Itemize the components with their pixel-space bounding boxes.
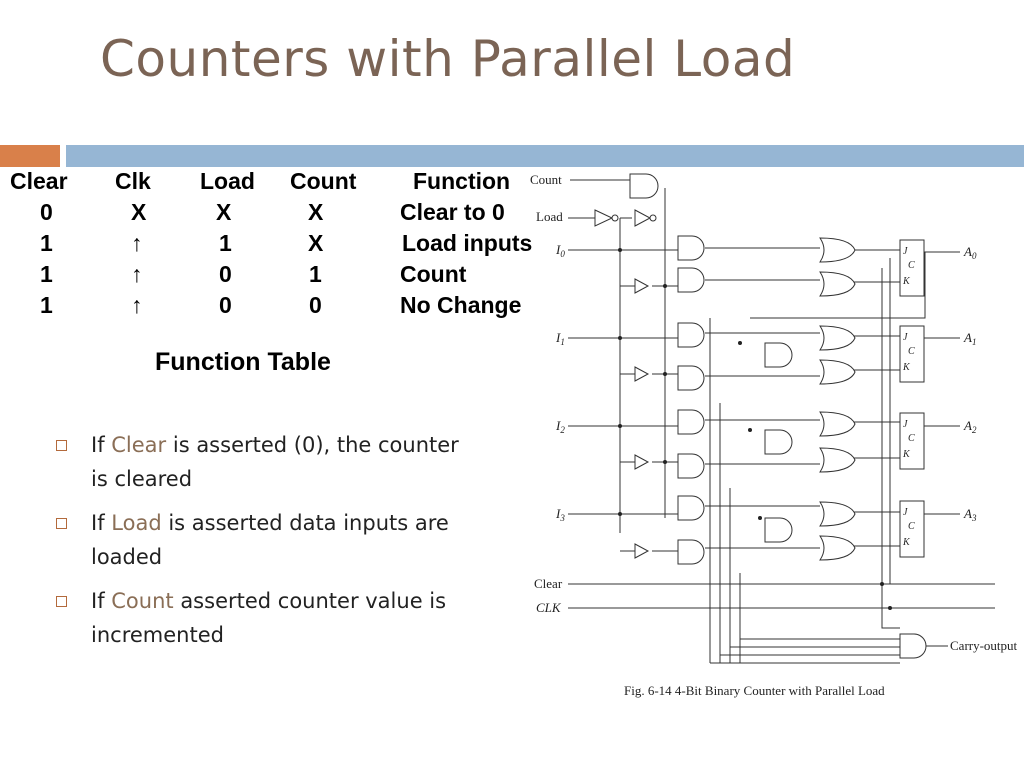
input-label-i0: I0 <box>555 242 565 259</box>
table-cell: 0 <box>40 199 53 225</box>
inverter-gate <box>634 278 650 294</box>
input-label-count: Count <box>530 172 562 187</box>
svg-text:K: K <box>902 362 911 373</box>
and-gate <box>677 409 705 435</box>
and-gate <box>677 365 705 391</box>
table-cell: 0 <box>219 292 232 318</box>
inverter-gate <box>634 543 650 559</box>
table-header-clear: Clear <box>10 168 68 194</box>
table-cell: ↑ <box>131 261 143 287</box>
svg-text:J: J <box>903 332 908 343</box>
svg-text:K: K <box>902 276 911 287</box>
jk-flipflop-1 <box>899 325 925 383</box>
table-cell: X <box>308 199 324 225</box>
jk-flipflop-3 <box>899 500 925 558</box>
table-cell: 1 <box>219 230 232 256</box>
carry-and-gate <box>764 429 793 455</box>
input-label-i1: I1 <box>555 330 565 347</box>
and-gate <box>677 495 705 521</box>
table-cell: X <box>131 199 147 225</box>
svg-text:C: C <box>908 521 915 532</box>
input-label-i2: I2 <box>555 418 565 435</box>
accent-bar-orange <box>0 145 60 167</box>
bullet-list: If Clear is asserted (0), the counter is… <box>56 428 476 662</box>
or-gate <box>819 325 856 351</box>
output-label-carry: Carry-output <box>950 638 1018 653</box>
table-cell: 1 <box>40 261 53 287</box>
or-gate <box>819 237 856 263</box>
square-bullet-icon <box>56 440 67 451</box>
table-cell: Clear to 0 <box>400 199 505 225</box>
carry-output-and-gate <box>899 633 927 659</box>
table-cell: Load inputs <box>402 230 533 256</box>
svg-text:K: K <box>902 449 911 460</box>
input-label-clk: CLK <box>536 600 562 615</box>
table-cell: 1 <box>40 292 53 318</box>
or-gate <box>819 535 856 561</box>
output-label-a1: A1 <box>963 330 976 347</box>
and-gate <box>677 322 705 348</box>
svg-text:C: C <box>908 433 915 444</box>
carry-and-gate <box>764 517 793 543</box>
output-label-a2: A2 <box>963 418 977 435</box>
and-gate <box>677 539 705 565</box>
table-cell: 0 <box>309 292 322 318</box>
or-gate <box>819 501 856 527</box>
table-cell: No Change <box>400 292 522 318</box>
and-gate <box>677 235 705 261</box>
svg-text:C: C <box>908 346 915 357</box>
inverter-gate <box>634 454 650 470</box>
input-label-clear: Clear <box>534 576 563 591</box>
table-cell: Count <box>400 261 467 287</box>
count-and-gate <box>629 173 659 199</box>
bullet-item: If Count asserted counter value is incre… <box>56 584 476 652</box>
bullet-item: If Load is asserted data inputs are load… <box>56 506 476 574</box>
load-buffer-gate <box>594 209 614 227</box>
table-header-clk: Clk <box>115 168 151 194</box>
and-gate <box>677 453 705 479</box>
accent-bar-blue <box>66 145 1024 167</box>
keyword-load: Load <box>111 511 162 535</box>
table-header-count: Count <box>290 168 357 194</box>
svg-text:C: C <box>908 260 915 271</box>
svg-text:J: J <box>903 507 908 518</box>
or-gate <box>819 447 856 473</box>
or-gate <box>819 271 856 297</box>
table-header-load: Load <box>200 168 255 194</box>
svg-text:J: J <box>903 419 908 430</box>
output-label-a0: A0 <box>963 244 977 261</box>
inverter-gate <box>634 366 650 382</box>
figure-caption: Fig. 6-14 4-Bit Binary Counter with Para… <box>624 683 885 698</box>
or-gate <box>819 359 856 385</box>
keyword-count: Count <box>111 589 174 613</box>
table-cell: X <box>308 230 324 256</box>
square-bullet-icon <box>56 596 67 607</box>
svg-text:J: J <box>903 246 908 257</box>
table-cell: X <box>216 199 232 225</box>
output-label-a3: A3 <box>963 506 977 523</box>
page-title: Counters with Parallel Load <box>100 30 796 88</box>
or-gate <box>819 411 856 437</box>
svg-text:K: K <box>902 537 911 548</box>
table-cell: ↑ <box>131 230 143 256</box>
square-bullet-icon <box>56 518 67 529</box>
function-table-caption: Function Table <box>155 348 331 376</box>
load-inverter-gate <box>634 209 652 227</box>
table-header-function: Function <box>413 168 511 194</box>
table-cell: 1 <box>40 230 53 256</box>
input-label-i3: I3 <box>555 506 565 523</box>
keyword-clear: Clear <box>111 433 167 457</box>
jk-flipflop-0 <box>899 239 925 297</box>
table-cell: 0 <box>219 261 232 287</box>
table-cell: ↑ <box>131 292 143 318</box>
jk-flipflop-2 <box>899 412 925 470</box>
carry-and-gate <box>764 342 793 368</box>
table-cell: 1 <box>309 261 322 287</box>
counter-circuit-diagram: JCK JCK JCK JCK Count Load I0 I1 I2 I3 C… <box>530 172 1018 698</box>
input-label-load: Load <box>536 209 563 224</box>
and-gate <box>677 267 705 293</box>
bullet-item: If Clear is asserted (0), the counter is… <box>56 428 476 496</box>
